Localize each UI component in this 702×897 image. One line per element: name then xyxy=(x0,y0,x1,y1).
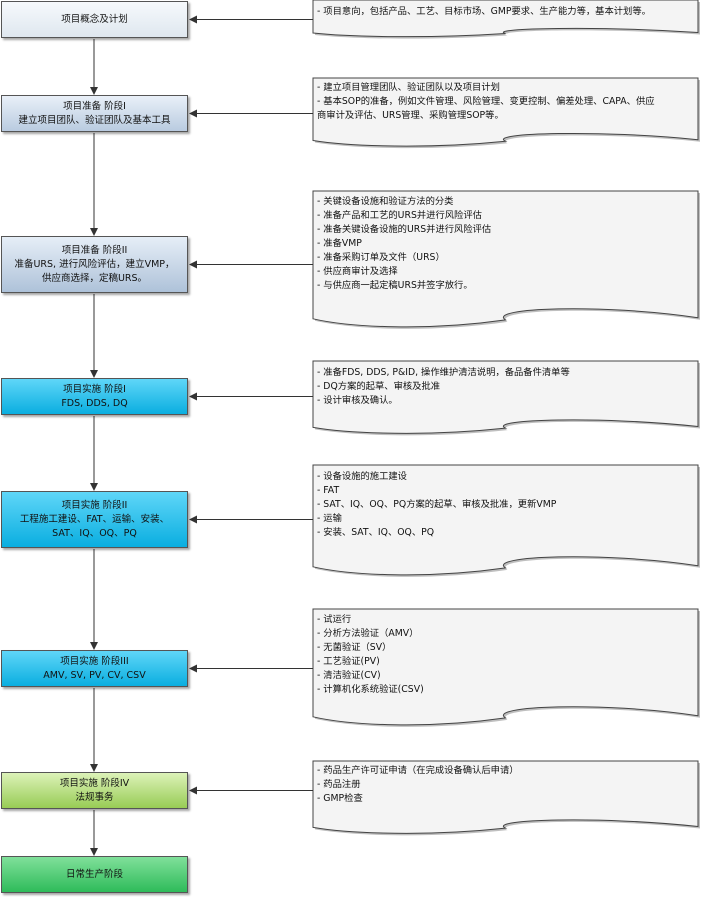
note-preparation-phase-1: - 建立项目管理团队、验证团队以及项目计划 - 基本SOP的准备，例如文件管理、… xyxy=(313,79,698,123)
stage-line: 工程施工建设、FAT、运输、安装、 xyxy=(19,513,170,525)
stage-implementation-phase-3: 项目实施 阶段III AMV, SV, PV, CV, CSV xyxy=(1,650,188,687)
stage-line: FDS, DDS, DQ xyxy=(61,397,128,409)
note-document-shape xyxy=(312,360,699,434)
stage-preparation-phase-2: 项目准备 阶段II 准备URS, 进行风险评估，建立VMP， 供应商选择，定稿U… xyxy=(1,236,188,293)
note-implementation-phase-2: - 设备设施的施工建设 - FAT - SAT、IQ、OQ、PQ方案的起草、审核… xyxy=(313,468,698,540)
stage-line: 项目概念及计划 xyxy=(61,13,128,25)
note-line: - 药品注册 xyxy=(317,779,361,790)
note-line: - 试运行 xyxy=(317,614,352,625)
note-line: - FAT xyxy=(317,485,340,496)
note-document-shape xyxy=(312,190,699,328)
stage-implementation-phase-1: 项目实施 阶段I FDS, DDS, DQ xyxy=(1,378,188,415)
stage-line: SAT、IQ、OQ、PQ xyxy=(52,527,137,539)
note-line: - 准备采购订单及文件（URS） xyxy=(317,252,445,263)
stage-line: 项目实施 阶段II xyxy=(61,499,128,511)
note-line: - 设备设施的施工建设 xyxy=(317,471,407,482)
note-line: - 设计审核及确认。 xyxy=(317,395,398,406)
note-document-shape xyxy=(312,464,699,576)
stage-line: 项目实施 阶段I xyxy=(63,383,126,395)
note-line: - 基本SOP的准备，例如文件管理、风险管理、变更控制、偏差处理、CAPA、供应 xyxy=(317,96,655,107)
note-line: - 计算机化系统验证(CSV) xyxy=(317,684,424,695)
stage-line: 项目实施 阶段IV xyxy=(59,777,130,789)
note-implementation-phase-3: - 试运行 - 分析方法验证（AMV） - 无菌验证（SV） - 工艺验证(PV… xyxy=(313,611,698,697)
note-concept-and-plan: - 项目意向，包括产品、工艺、目标市场、GMP要求、生产能力等，基本计划等。 xyxy=(313,3,698,19)
stage-line: 准备URS, 进行风险评估，建立VMP， xyxy=(14,258,175,270)
note-implementation-phase-1: - 准备FDS, DDS, P&ID, 操作维护清洁说明，备品备件清单等 - D… xyxy=(313,364,698,408)
note-line: - 安装、SAT、IQ、OQ、PQ xyxy=(317,527,435,538)
note-line: - 项目意向，包括产品、工艺、目标市场、GMP要求、生产能力等，基本计划等。 xyxy=(317,6,651,17)
stage-line: 项目准备 阶段I xyxy=(63,100,126,112)
note-document-shape xyxy=(312,77,699,147)
note-line: - 建立项目管理团队、验证团队以及项目计划 xyxy=(317,82,500,93)
stage-line: AMV, SV, PV, CV, CSV xyxy=(43,669,146,681)
note-document-shape xyxy=(312,608,699,726)
note-document-shape xyxy=(312,760,699,834)
stage-concept-and-plan: 项目概念及计划 xyxy=(1,1,188,38)
note-line: - DQ方案的起草、审核及批准 xyxy=(317,381,441,392)
stage-implementation-phase-2: 项目实施 阶段II 工程施工建设、FAT、运输、安装、 SAT、IQ、OQ、PQ xyxy=(1,491,188,548)
note-line: - 准备FDS, DDS, P&ID, 操作维护清洁说明，备品备件清单等 xyxy=(317,367,570,378)
note-line: - SAT、IQ、OQ、PQ方案的起草、审核及批准，更新VMP xyxy=(317,499,557,510)
note-document-shape xyxy=(312,0,699,38)
stage-line: 日常生产阶段 xyxy=(65,868,123,880)
note-line: - 关键设备设施和验证方法的分类 xyxy=(317,196,454,207)
note-line: - 准备产品和工艺的URS并进行风险评估 xyxy=(317,210,482,221)
stage-routine-production: 日常生产阶段 xyxy=(1,856,188,893)
note-line: - 清洁验证(CV) xyxy=(317,670,381,681)
stage-line: 项目实施 阶段III xyxy=(60,655,129,667)
note-preparation-phase-2: - 关键设备设施和验证方法的分类 - 准备产品和工艺的URS并进行风险评估 - … xyxy=(313,193,698,293)
note-line: - 分析方法验证（AMV） xyxy=(317,628,419,639)
note-line: - GMP检查 xyxy=(317,793,363,804)
stage-line: 法规事务 xyxy=(75,791,114,803)
stage-implementation-phase-4: 项目实施 阶段IV 法规事务 xyxy=(1,772,188,809)
stage-preparation-phase-1: 项目准备 阶段I 建立项目团队、验证团队及基本工具 xyxy=(1,95,188,132)
note-line: - 无菌验证（SV） xyxy=(317,642,392,653)
note-line: - 药品生产许可证申请（在完成设备确认后申请） xyxy=(317,765,519,776)
stage-line: 供应商选择，定稿URS。 xyxy=(41,272,148,284)
note-line: - 运输 xyxy=(317,513,342,524)
note-line: - 与供应商一起定稿URS并签字放行。 xyxy=(317,280,473,291)
stage-line: 建立项目团队、验证团队及基本工具 xyxy=(18,114,171,126)
note-line: - 准备关键设备设施的URS并进行风险评估 xyxy=(317,224,492,235)
note-line: - 供应商审计及选择 xyxy=(317,266,398,277)
stage-line: 项目准备 阶段II xyxy=(61,244,128,256)
note-line: 商审计及评估、URS管理、采购管理SOP等。 xyxy=(317,110,504,121)
note-implementation-phase-4: - 药品生产许可证申请（在完成设备确认后申请） - 药品注册 - GMP检查 xyxy=(313,762,698,806)
note-line: - 准备VMP xyxy=(317,238,362,249)
note-line: - 工艺验证(PV) xyxy=(317,656,380,667)
